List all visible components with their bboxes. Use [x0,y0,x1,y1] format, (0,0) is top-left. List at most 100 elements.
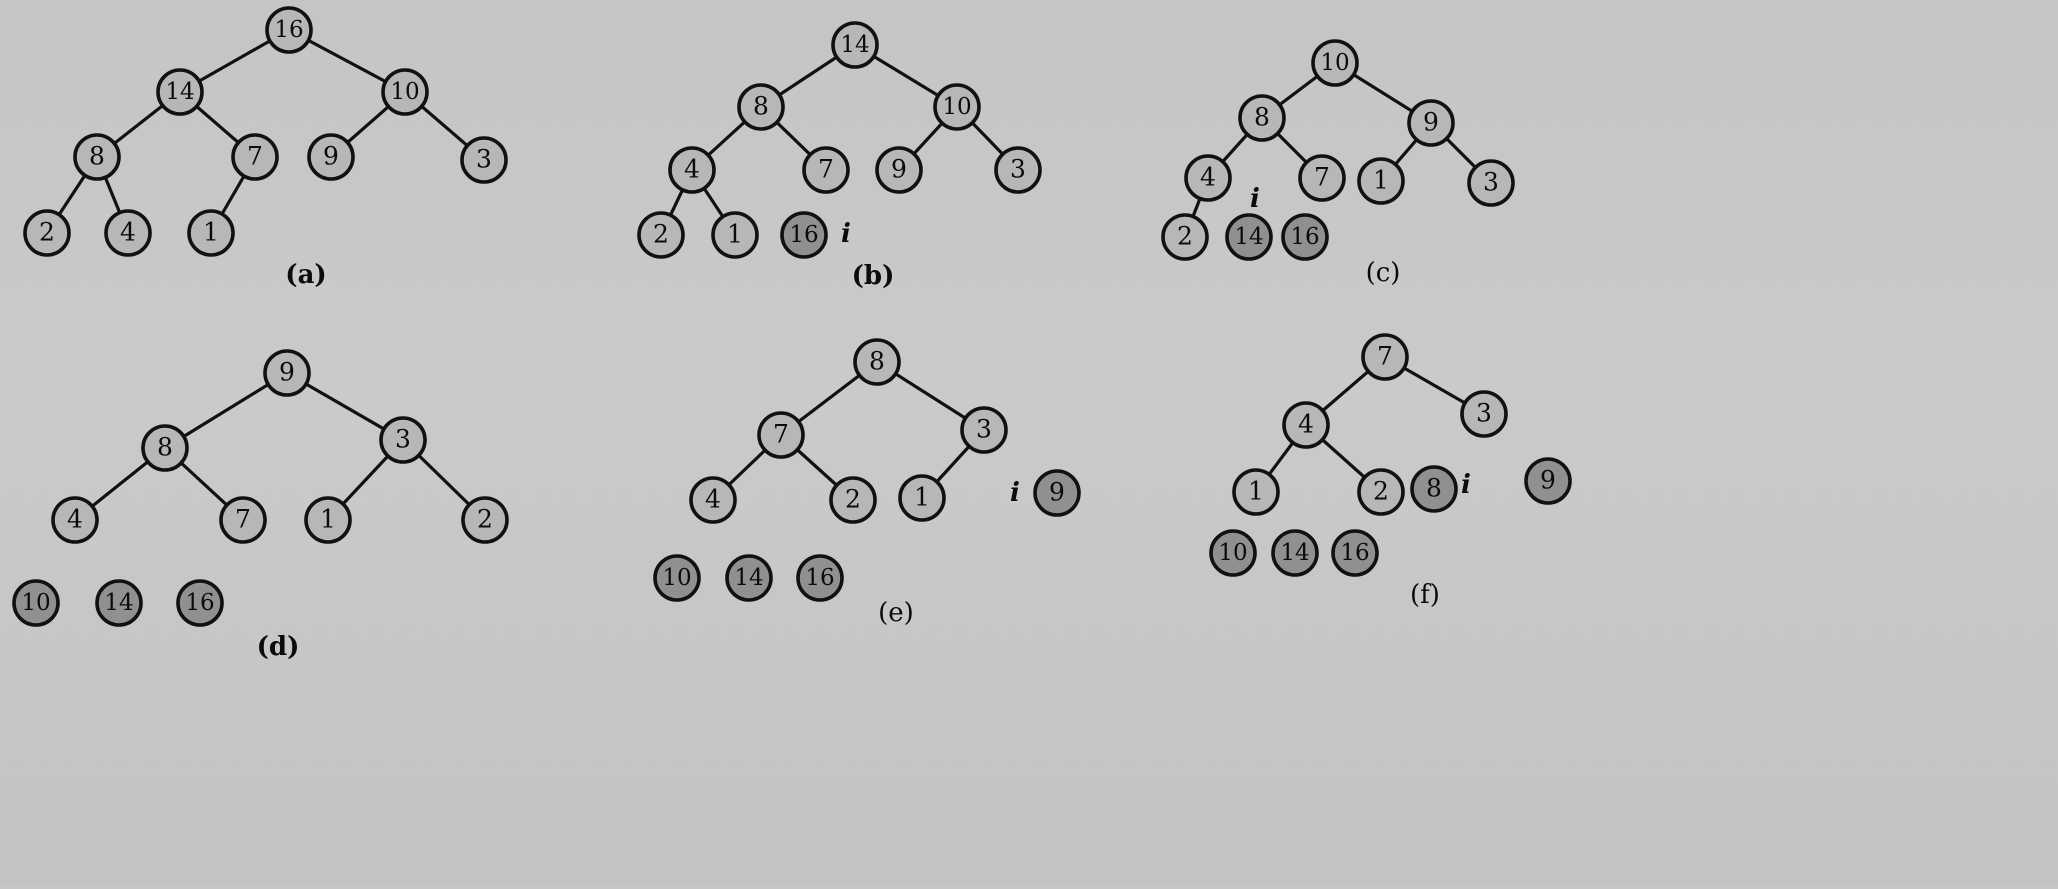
heap-node-f3: 3 [1460,390,1508,438]
node-label: 1 [1373,166,1389,195]
node-circle [1361,333,1409,381]
heap-node-e3: 3 [960,406,1008,454]
heap-node-c10: 16 [1281,213,1329,261]
node-circle [780,211,828,259]
node-label: 16 [1340,540,1369,566]
node-label: 2 [1373,477,1389,506]
heap-node-a1: 16 [265,6,313,54]
node-label: 1 [914,483,930,512]
node-label: 4 [1200,163,1216,192]
heap-node-e8: 10 [653,554,701,602]
node-label: 8 [869,347,885,376]
node-circle [668,146,716,194]
heap-node-c3: 9 [1407,99,1455,147]
heap-node-f2: 4 [1282,401,1330,449]
heap-node-c6: 1 [1357,157,1405,205]
node-label: 1 [203,218,219,247]
heap-node-d1: 9 [263,349,311,397]
node-label: 8 [753,92,769,121]
node-circle [1298,154,1346,202]
heap-node-b8: 2 [637,211,685,259]
heap-node-a9: 4 [104,209,152,257]
node-label: 9 [1049,478,1065,507]
node-circle [73,133,121,181]
node-label: 14 [1280,540,1309,566]
heap-node-d8: 10 [12,579,60,627]
index-marker-i: i [1250,184,1260,214]
index-marker-i: i [841,219,851,249]
node-label: 16 [185,590,214,616]
node-label: 14 [1234,224,1263,250]
node-label: 3 [1010,155,1026,184]
node-circle [1238,94,1286,142]
heap-node-b10: 16 [780,211,828,259]
node-label: 16 [789,222,818,248]
node-circle [853,338,901,386]
node-label: 10 [390,79,419,105]
node-label: 4 [1298,410,1314,439]
node-circle [156,68,204,116]
node-label: 1 [1248,477,1264,506]
panel-a-edges [45,28,486,235]
node-label: 4 [684,155,700,184]
node-circle [802,146,850,194]
node-label: 16 [805,565,834,591]
node-circle [1281,213,1329,261]
tree-edge-d1-d2 [163,371,289,450]
heap-node-c1: 10 [1311,39,1359,87]
node-circle [23,209,71,257]
node-label: 1 [727,220,743,249]
node-circle [757,411,805,459]
heap-node-a4: 8 [73,133,121,181]
panel-caption-d: (d) [257,632,300,662]
heap-node-a3: 10 [381,68,429,116]
heap-node-f8: 10 [1209,529,1257,577]
node-label: 16 [1290,224,1319,250]
heap-node-d6: 1 [304,496,352,544]
node-label: 7 [1377,342,1393,371]
node-label: 3 [1483,168,1499,197]
node-label: 10 [662,565,691,591]
heap-node-c2: 8 [1238,94,1286,142]
node-circle [725,554,773,602]
node-circle [1161,213,1209,261]
node-circle [1282,401,1330,449]
heap-node-b9: 1 [711,211,759,259]
heap-node-d9: 14 [95,579,143,627]
heap-node-a5: 7 [231,133,279,181]
node-circle [1467,159,1515,207]
node-label: 3 [395,425,411,454]
node-label: 14 [734,565,763,591]
heap-node-e7: 9 [1033,469,1081,517]
node-circle [796,554,844,602]
node-circle [960,406,1008,454]
heap-node-b3: 10 [933,83,981,131]
heap-node-f10: 16 [1331,529,1379,577]
node-label: 10 [942,94,971,120]
node-circle [307,133,355,181]
node-circle [12,579,60,627]
node-label: 7 [818,155,834,184]
heap-node-b5: 7 [802,146,850,194]
node-circle [737,83,785,131]
node-circle [994,146,1042,194]
heap-node-b6: 9 [875,146,923,194]
panel-caption-c: (c) [1366,258,1401,288]
node-label: 7 [235,505,251,534]
node-circle [1460,390,1508,438]
node-circle [1311,39,1359,87]
node-label: 4 [705,485,721,514]
heap-node-f5: 2 [1357,468,1405,516]
node-circle [460,136,508,184]
node-label: 2 [845,485,861,514]
heap-node-f4: 1 [1232,468,1280,516]
node-label: 14 [840,32,869,58]
node-label: 7 [1314,163,1330,192]
panel-caption-b: (b) [852,261,895,291]
node-circle [187,209,235,257]
heap-node-f6: 8 [1410,465,1458,513]
node-circle [461,496,509,544]
heap-node-a6: 9 [307,133,355,181]
node-circle [95,579,143,627]
